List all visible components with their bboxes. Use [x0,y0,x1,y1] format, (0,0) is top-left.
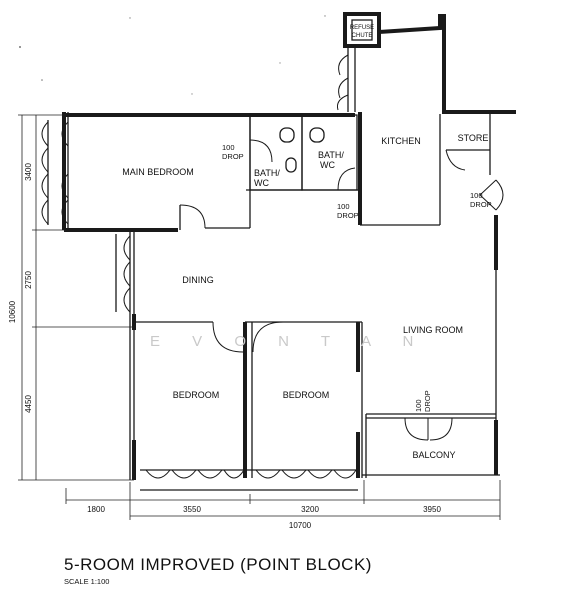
dining-window [115,234,131,313]
bath-drop-num: 100 [222,143,235,152]
dim-left-mid: 2750 [24,271,33,289]
dim-bottom-1: 1800 [87,505,105,514]
bathroom-1: 100 DROP BATH/ WC [222,114,303,191]
living-walls [129,215,498,480]
dim-bottom-4: 3950 [423,505,441,514]
kitchen-label: KITCHEN [381,136,421,146]
kitchen-drop: DROP [337,211,359,220]
store-door: 100 DROP [470,179,504,211]
plan-scale: SCALE 1:100 [64,577,109,586]
store-walls [445,112,491,175]
balcony-drop-num: 100 [414,399,423,412]
bedroom-windows [140,469,358,491]
balcony-drop: DROP [423,390,432,412]
bathroom-2: BATH/ WC [279,114,358,191]
bath-drop: DROP [222,152,244,161]
bottom-dimensions: 1800 3550 3200 3950 10700 [65,480,501,530]
left-dimensions: 10600 3400 2750 4450 [8,114,134,481]
main-bedroom-window [41,120,69,225]
dim-bottom-total: 10700 [289,521,312,530]
balcony-label: BALCONY [412,450,455,460]
toilet-2 [309,127,325,143]
bath1-label-2: WC [254,178,269,188]
toilet-1 [279,127,295,143]
store-drop-num: 100 [470,191,483,200]
living-room-label: LIVING ROOM [403,325,463,335]
scan-specks [19,15,326,95]
dim-left-bottom: 4450 [24,395,33,413]
main-bedroom-label: MAIN BEDROOM [122,167,194,177]
bath2-label-2: WC [320,160,335,170]
sink [285,157,297,173]
bedroom-1-label: BEDROOM [173,390,220,400]
kitchen-drop-num: 100 [337,202,350,211]
dim-bottom-2: 3550 [183,505,201,514]
outer-walls [62,112,360,232]
main-bedroom-door [179,204,206,230]
bedroom-2-label: BEDROOM [283,390,330,400]
refuse-chute: REFUSE CHUTE [343,12,381,48]
kitchen-service-door [337,54,349,111]
balcony-area: 100 DROP [362,390,500,478]
refuse-chute-label-1: REFUSE [350,25,374,31]
watermark: E V O N T A N [150,333,427,350]
bath2-label-1: BATH/ [318,150,344,160]
store-drop: DROP [470,200,492,209]
kitchen-walls [347,14,516,226]
store-label: STORE [458,133,489,143]
plan-title: 5-ROOM IMPROVED (POINT BLOCK) [64,555,372,574]
dim-bottom-3: 3200 [301,505,319,514]
dining-label: DINING [182,275,214,285]
bath1-label-1: BATH/ [254,168,280,178]
dim-left-top: 3400 [24,163,33,181]
dim-left-total: 10600 [8,300,17,323]
refuse-chute-label-2: CHUTE [352,33,373,39]
